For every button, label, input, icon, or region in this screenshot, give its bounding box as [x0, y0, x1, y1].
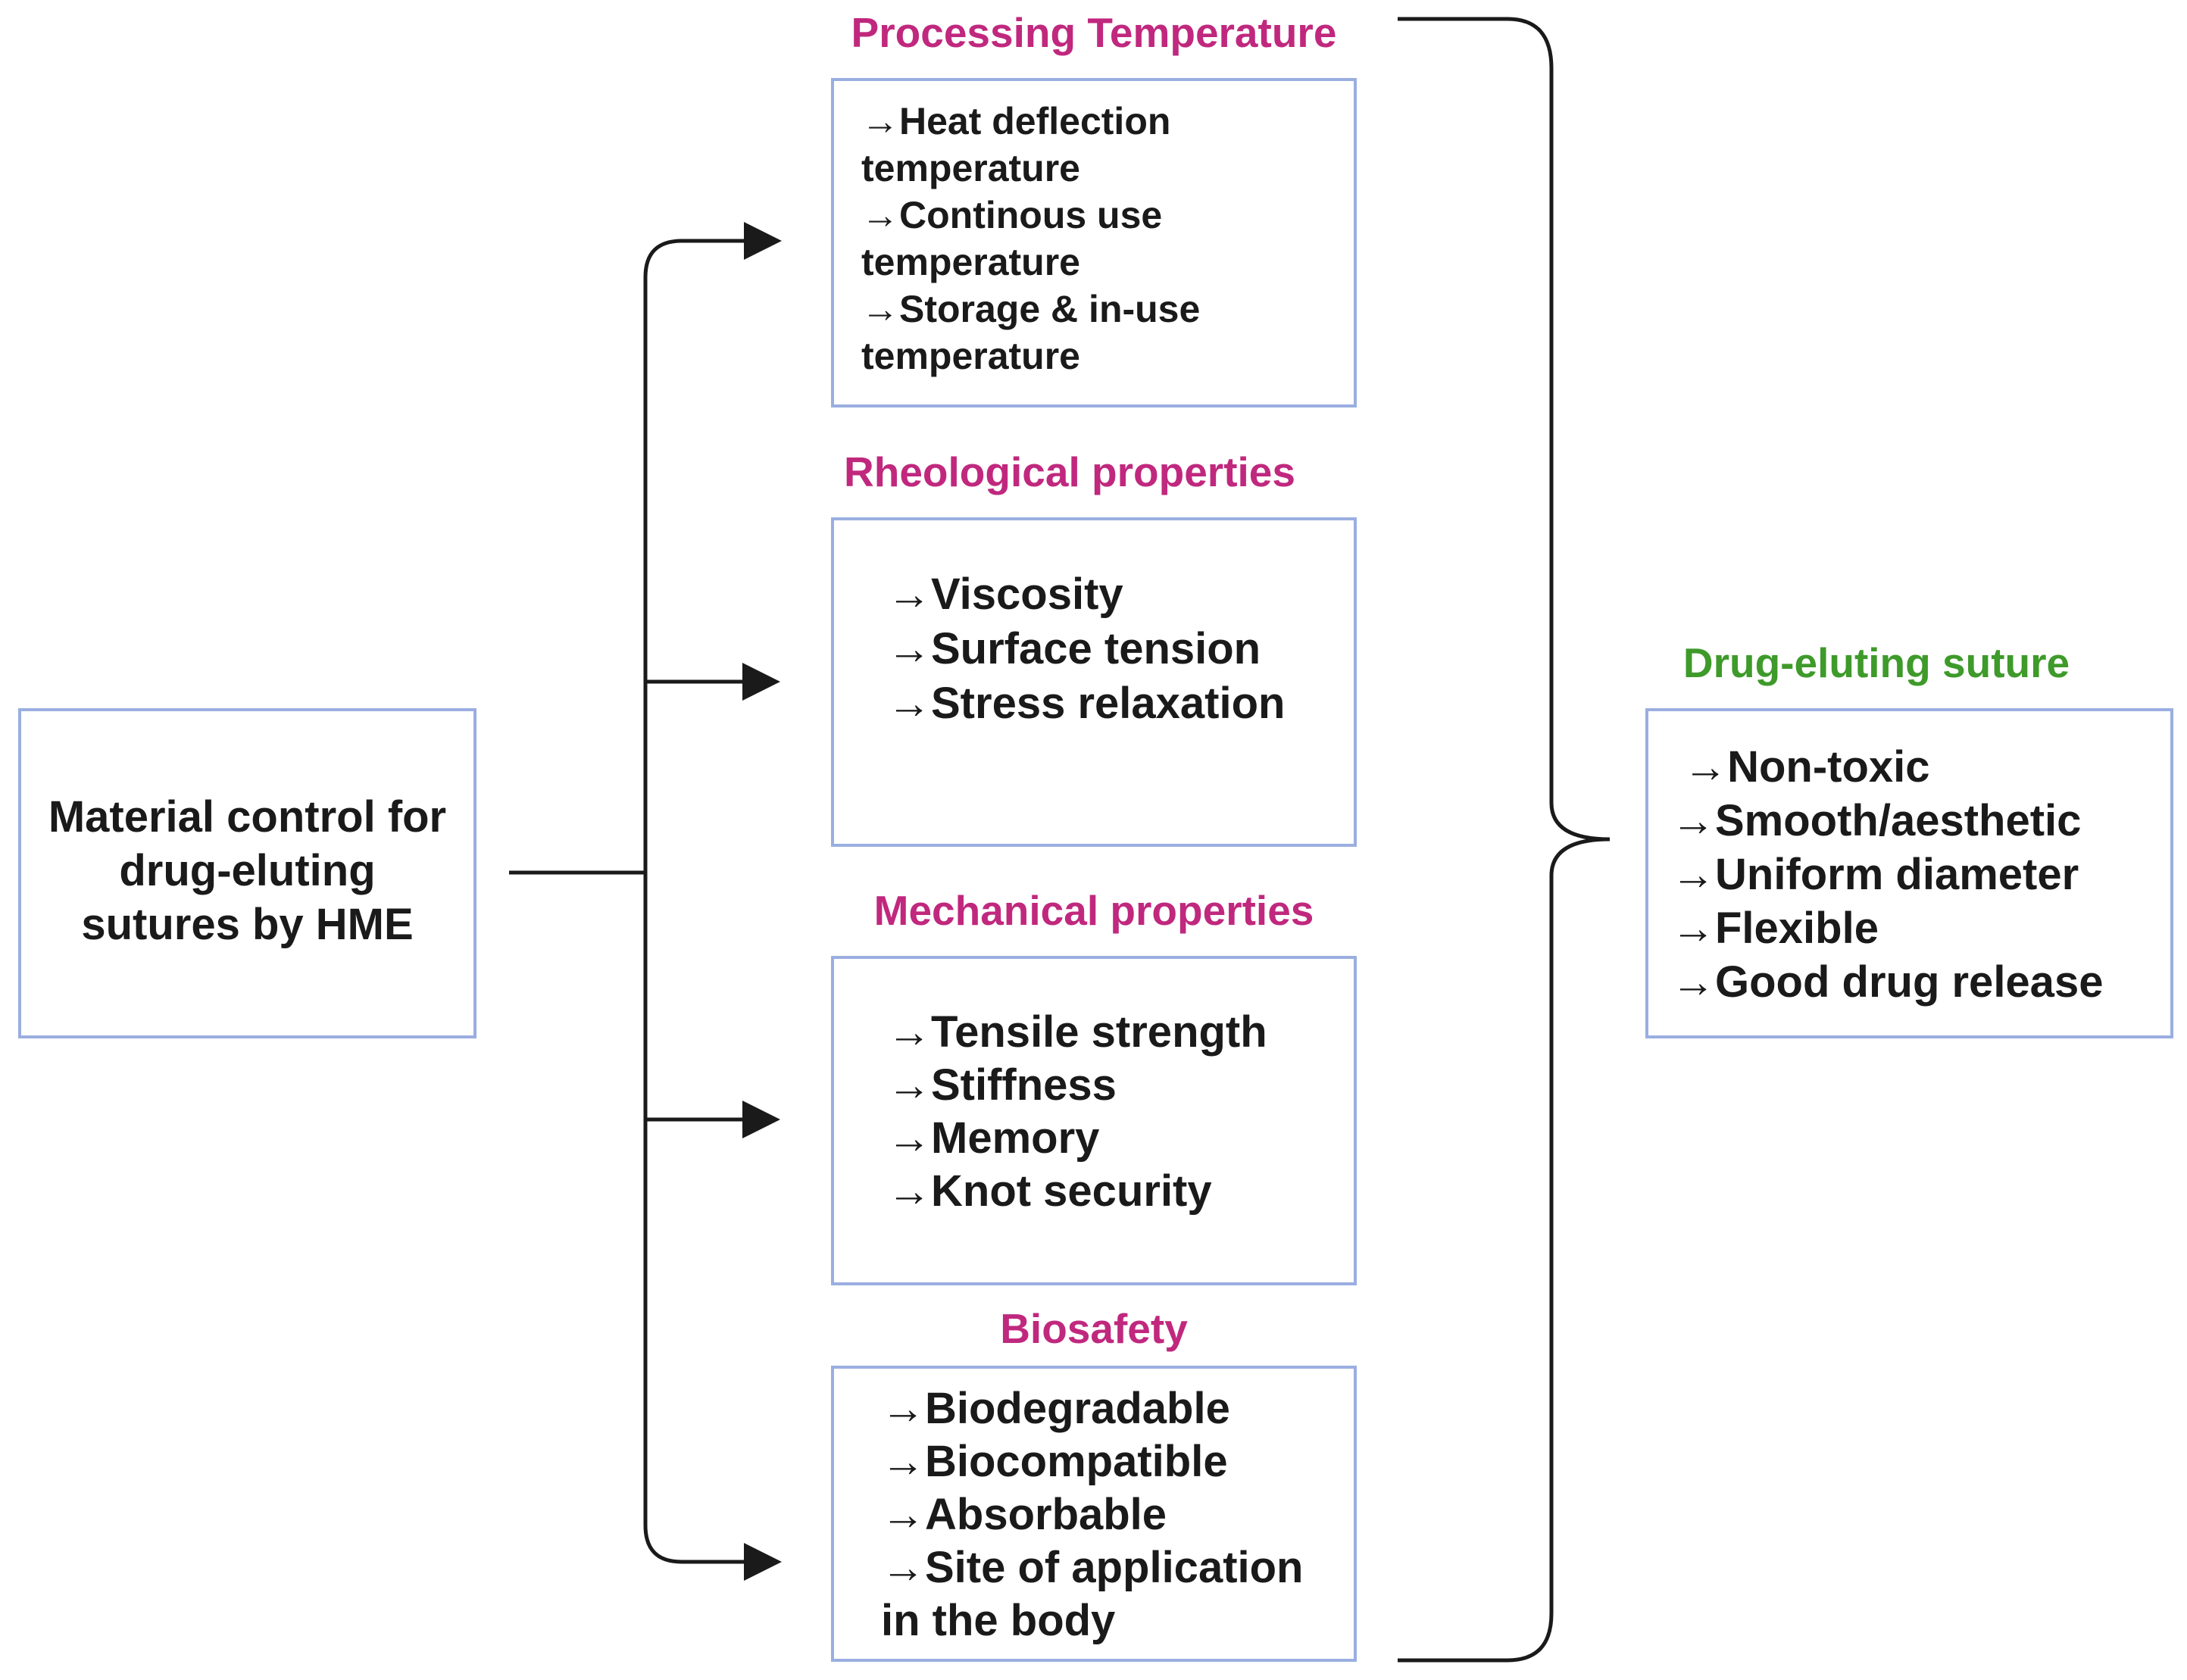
list-item: →Smooth/aesthetic: [1671, 796, 2082, 845]
list-item: →Continous use: [861, 194, 1163, 236]
list-item: temperature: [861, 335, 1080, 377]
list-item: in the body: [881, 1596, 1116, 1645]
list-item: →Stress relaxation: [887, 679, 1286, 728]
box-mechanical-properties: →Tensile strength →Stiffness →Memory →Kn…: [831, 956, 1357, 1285]
list-item: →Surface tension: [887, 624, 1261, 673]
list-item: →Tensile strength: [887, 1007, 1267, 1057]
heading-mechanical-properties: Mechanical properties: [873, 887, 1314, 934]
heading-biosafety: Biosafety: [1000, 1305, 1188, 1352]
list-item: →Absorbable: [881, 1490, 1167, 1539]
heading-rheological-properties: Rheological properties: [844, 448, 1295, 495]
list-item: →Heat deflection: [861, 100, 1171, 142]
list-item: temperature: [861, 241, 1080, 283]
list-item: →Biocompatible: [881, 1437, 1228, 1486]
branch-spine: [643, 239, 765, 1564]
list-item: →Viscosity: [887, 570, 1123, 619]
box-drug-eluting-suture: →Non-toxic →Smooth/aesthetic →Uniform di…: [1645, 708, 2173, 1038]
list-item: →Good drug release: [1671, 957, 2104, 1007]
list-item: →Flexible: [1671, 904, 1879, 953]
origin-label-line: Material control for: [48, 792, 447, 842]
list-item: →Storage & in-use: [861, 288, 1201, 330]
list-item: →Memory: [887, 1113, 1100, 1163]
origin-label: Material control for drug-eluting suture…: [28, 790, 467, 951]
list-item: →Biodegradable: [881, 1384, 1230, 1433]
box-processing-temperature: →Heat deflection temperature →Continous …: [831, 78, 1357, 408]
box-rheological-properties: →Viscosity →Surface tension →Stress rela…: [831, 517, 1357, 847]
list-item: temperature: [861, 147, 1080, 189]
list-item: →Site of application: [881, 1543, 1304, 1592]
box-biosafety: →Biodegradable →Biocompatible →Absorbabl…: [831, 1366, 1357, 1662]
list-item: →Non-toxic: [1671, 742, 1930, 792]
list-item: →Uniform diameter: [1671, 850, 2079, 899]
list-item: →Stiffness: [887, 1060, 1117, 1110]
list-item: →Knot security: [887, 1166, 1212, 1216]
summary-brace: [1398, 17, 1611, 1663]
origin-box: Material control for drug-eluting suture…: [18, 708, 476, 1038]
heading-drug-eluting-suture: Drug-eluting suture: [1682, 639, 2070, 686]
origin-label-line: sutures by HME: [81, 899, 414, 949]
origin-label-line: drug-eluting: [119, 845, 376, 895]
heading-processing-temperature: Processing Temperature: [851, 9, 1337, 56]
